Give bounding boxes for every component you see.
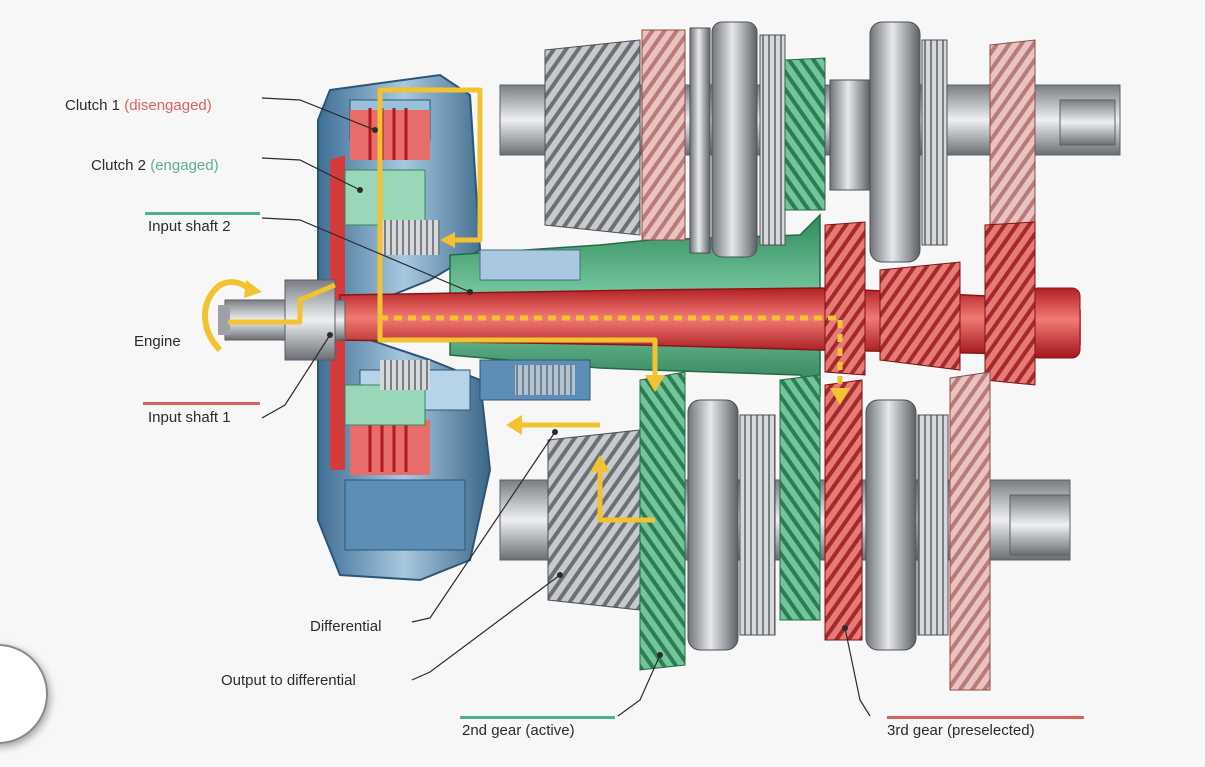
power-flow-arrowheads: [440, 232, 850, 472]
label-output-to-differential: Output to differential: [221, 672, 356, 689]
input-shaft-1-underline: [143, 402, 260, 405]
second-gear-underline: [460, 716, 615, 719]
label-input-shaft-1: Input shaft 1: [148, 409, 231, 426]
clutch-1-name: Clutch 1: [65, 97, 121, 114]
label-clutch-2: Clutch 2 (engaged): [91, 157, 219, 174]
label-clutch-1: Clutch 1 (disengaged): [65, 97, 212, 114]
label-differential: Differential: [310, 618, 382, 635]
leader-lines: [261, 97, 871, 717]
third-gear-drive: [824, 221, 1036, 386]
label-third-gear: 3rd gear (preselected): [887, 722, 1035, 739]
label-engine: Engine: [134, 333, 181, 350]
engine-rotation-arrow: [202, 279, 250, 353]
label-second-gear: 2nd gear (active): [462, 722, 575, 739]
leader-dots: [327, 127, 848, 658]
lower-countershaft: [499, 371, 1071, 691]
clutch-2-plates: [344, 169, 440, 426]
third-gear-underline: [887, 716, 1084, 719]
upper-countershaft: [499, 21, 1121, 263]
clutch-1-state: (disengaged): [124, 97, 212, 114]
label-input-shaft-2: Input shaft 2: [148, 218, 231, 235]
power-flow-path: [228, 87, 843, 523]
input-shaft-2-underline: [145, 212, 260, 215]
clutch-2-state: (engaged): [150, 157, 219, 174]
clutch-2-name: Clutch 2: [91, 157, 147, 174]
